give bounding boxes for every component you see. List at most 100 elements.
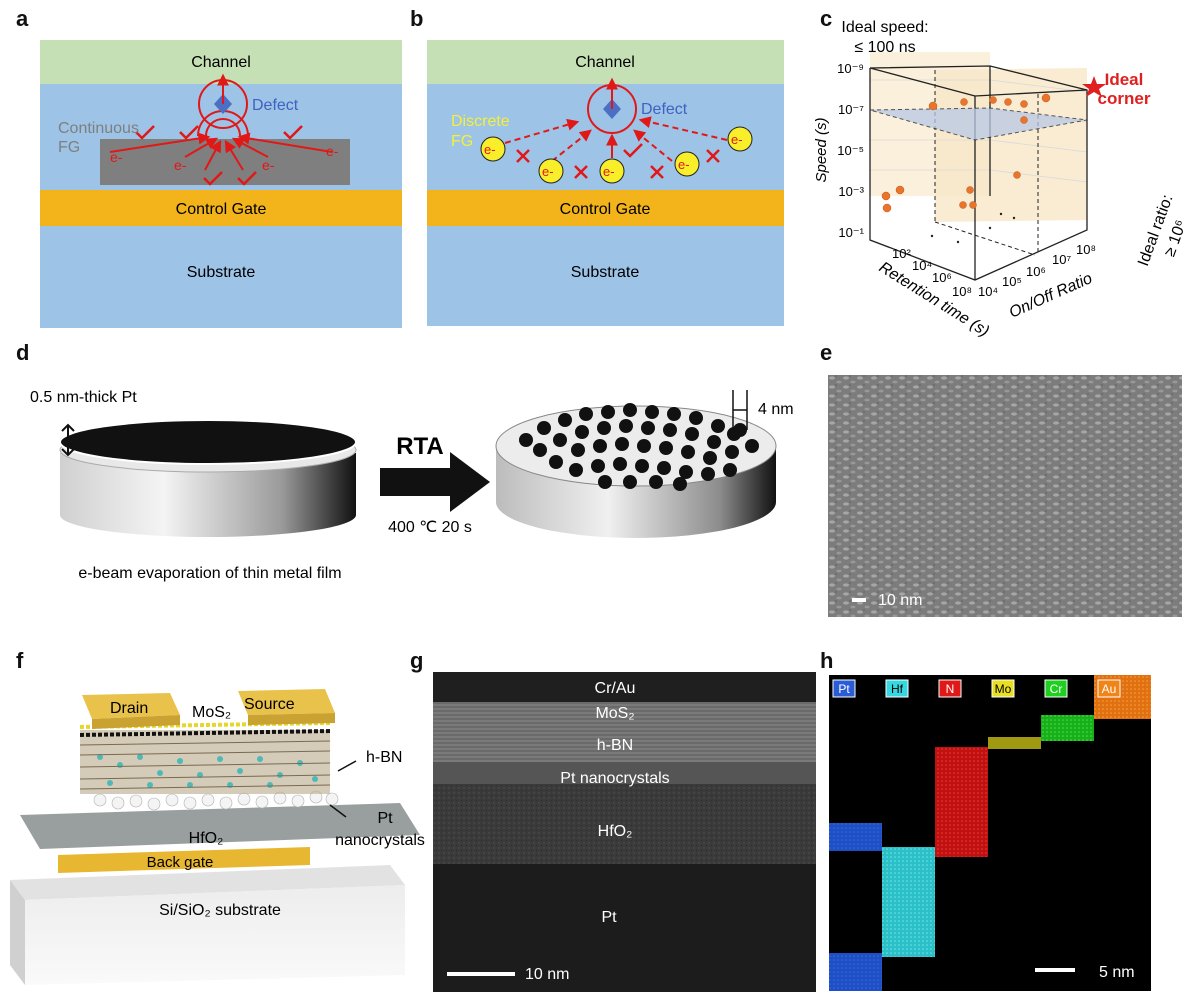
element-tag-label: Mo bbox=[995, 682, 1012, 696]
ideal-speed-2: ≤ 100 ns bbox=[854, 39, 915, 56]
panel-f-diagram: Si/SiO₂ substrate Back gate HfO₂ bbox=[10, 689, 425, 985]
panel-label-e: e bbox=[820, 340, 833, 365]
element-tag-mo bbox=[991, 679, 1015, 698]
panel-label-g: g bbox=[410, 648, 424, 673]
retention-tick: 10⁸ bbox=[952, 284, 972, 299]
ideal-corner-1: Ideal bbox=[1105, 70, 1144, 89]
panel-b-diagram: e- e- e- e- e- Channel Defect Discrete F… bbox=[427, 40, 784, 326]
substrate-label: Substrate bbox=[187, 264, 256, 281]
data-point bbox=[895, 185, 905, 195]
source-electrode bbox=[238, 689, 335, 715]
drain-label: Drain bbox=[110, 700, 148, 717]
hfo2-layer bbox=[20, 803, 420, 849]
pt-map bbox=[829, 823, 882, 851]
cross-icons bbox=[516, 149, 720, 179]
electron-icon bbox=[599, 158, 625, 184]
svg-text:e-: e- bbox=[731, 132, 743, 147]
element-tag-label: Cr bbox=[1050, 682, 1063, 696]
element-tag-label: Hf bbox=[891, 682, 904, 696]
svg-text:Discrete: Discrete bbox=[451, 113, 510, 130]
pt-film bbox=[59, 419, 357, 465]
si-substrate bbox=[25, 885, 405, 985]
svg-text:Substrate: Substrate bbox=[571, 264, 640, 281]
electron-icon bbox=[538, 158, 564, 184]
panel-label-b: b bbox=[410, 6, 424, 31]
data-point bbox=[1041, 93, 1051, 103]
element-tag-label: N bbox=[946, 682, 955, 696]
retention-tick: 10² bbox=[892, 246, 911, 261]
scale-bar bbox=[447, 972, 515, 976]
hbn-mos2-stack bbox=[79, 721, 331, 794]
speed-tick: 10⁻⁷ bbox=[838, 102, 864, 117]
scale-bar bbox=[852, 598, 866, 602]
thickness-arrow-icon bbox=[61, 423, 75, 457]
ideal-speed-1: Ideal speed: bbox=[841, 19, 928, 36]
pt-label-1: Pt bbox=[377, 810, 393, 827]
data-point bbox=[959, 201, 967, 209]
element-tag-cr bbox=[1044, 679, 1068, 698]
panel-label-d: d bbox=[16, 340, 30, 365]
pt-spheres bbox=[93, 790, 339, 811]
crau-label: Cr/Au bbox=[595, 680, 636, 697]
data-point bbox=[881, 191, 891, 201]
retention-tick: 10⁴ bbox=[912, 258, 932, 273]
data-point bbox=[969, 201, 977, 209]
electron-dots bbox=[480, 126, 753, 184]
control-gate-label: Control Gate bbox=[176, 201, 267, 218]
data-point bbox=[1004, 98, 1012, 106]
data-point bbox=[1013, 171, 1021, 179]
drain-electrode bbox=[82, 693, 180, 719]
ratio-tick: 10⁸ bbox=[1076, 242, 1096, 257]
ideal-corner-2: corner bbox=[1098, 89, 1151, 108]
scale-label: 10 nm bbox=[878, 592, 922, 609]
element-tag-n bbox=[938, 679, 962, 698]
element-tag-pt bbox=[832, 679, 856, 698]
data-point bbox=[1020, 116, 1028, 124]
speed-tick: 10⁻⁵ bbox=[837, 143, 864, 158]
check-icon bbox=[135, 125, 155, 140]
ratio-tick: 10⁷ bbox=[1052, 252, 1071, 267]
svg-text:FG: FG bbox=[451, 133, 473, 150]
check-icon bbox=[283, 125, 303, 140]
panel-label-c: c bbox=[820, 6, 833, 31]
ideal-corner-star-icon bbox=[1082, 76, 1106, 97]
fg-label-2: FG bbox=[58, 139, 80, 156]
pt-label-2: nanocrystals bbox=[335, 832, 425, 849]
ratio-tick: 10⁶ bbox=[1026, 264, 1046, 279]
back-gate-label: Back gate bbox=[147, 854, 214, 871]
element-tag-label: Pt bbox=[838, 682, 850, 696]
hbn-label: h-BN bbox=[366, 749, 402, 766]
speed-tick: 10⁻⁹ bbox=[837, 61, 864, 76]
svg-text:e-: e- bbox=[603, 164, 615, 179]
pt-nc-label: Pt nanocrystals bbox=[560, 770, 669, 787]
element-tag-hf bbox=[885, 679, 909, 698]
svg-text:e-: e- bbox=[484, 142, 496, 157]
speed-axis-label: Speed (s) bbox=[813, 117, 830, 182]
shadow-points bbox=[930, 212, 1016, 244]
scale-bar bbox=[1035, 968, 1075, 972]
size-bracket-icon bbox=[732, 390, 748, 430]
control-gate-layer bbox=[40, 190, 402, 226]
check-icon bbox=[237, 171, 257, 186]
panel-label-f: f bbox=[16, 648, 24, 673]
rta-label: RTA bbox=[396, 433, 444, 460]
speed-tick: 10⁻¹ bbox=[838, 225, 864, 240]
electron-label: e- bbox=[262, 157, 275, 173]
check-icon bbox=[203, 171, 223, 186]
substrate-label: Si/SiO₂ substrate bbox=[159, 902, 281, 919]
caption-label: e-beam evaporation of thin metal film bbox=[78, 565, 341, 582]
hbn-label: h-BN bbox=[597, 737, 633, 754]
data-point bbox=[989, 96, 997, 104]
check-icon bbox=[623, 143, 643, 158]
rta-arrow-icon bbox=[380, 452, 490, 512]
element-tag-label: Au bbox=[1102, 682, 1117, 696]
electron-label: e- bbox=[110, 149, 123, 165]
panel-label-a: a bbox=[16, 6, 29, 31]
electron-label: e- bbox=[174, 157, 187, 173]
data-point bbox=[928, 101, 938, 111]
panel-d-diagram: 0.5 nm-thick Pt RTA 400 ℃ 20 s 4 nm e-be… bbox=[30, 389, 794, 582]
svg-text:Control Gate: Control Gate bbox=[560, 201, 651, 218]
panel-g-tem-image: Cr/Au MoS₂ h-BN Pt nanocrystals HfO₂ Pt … bbox=[433, 672, 816, 992]
pt-thickness-label: 0.5 nm-thick Pt bbox=[30, 389, 137, 406]
nanocrystal-dots bbox=[519, 403, 759, 491]
